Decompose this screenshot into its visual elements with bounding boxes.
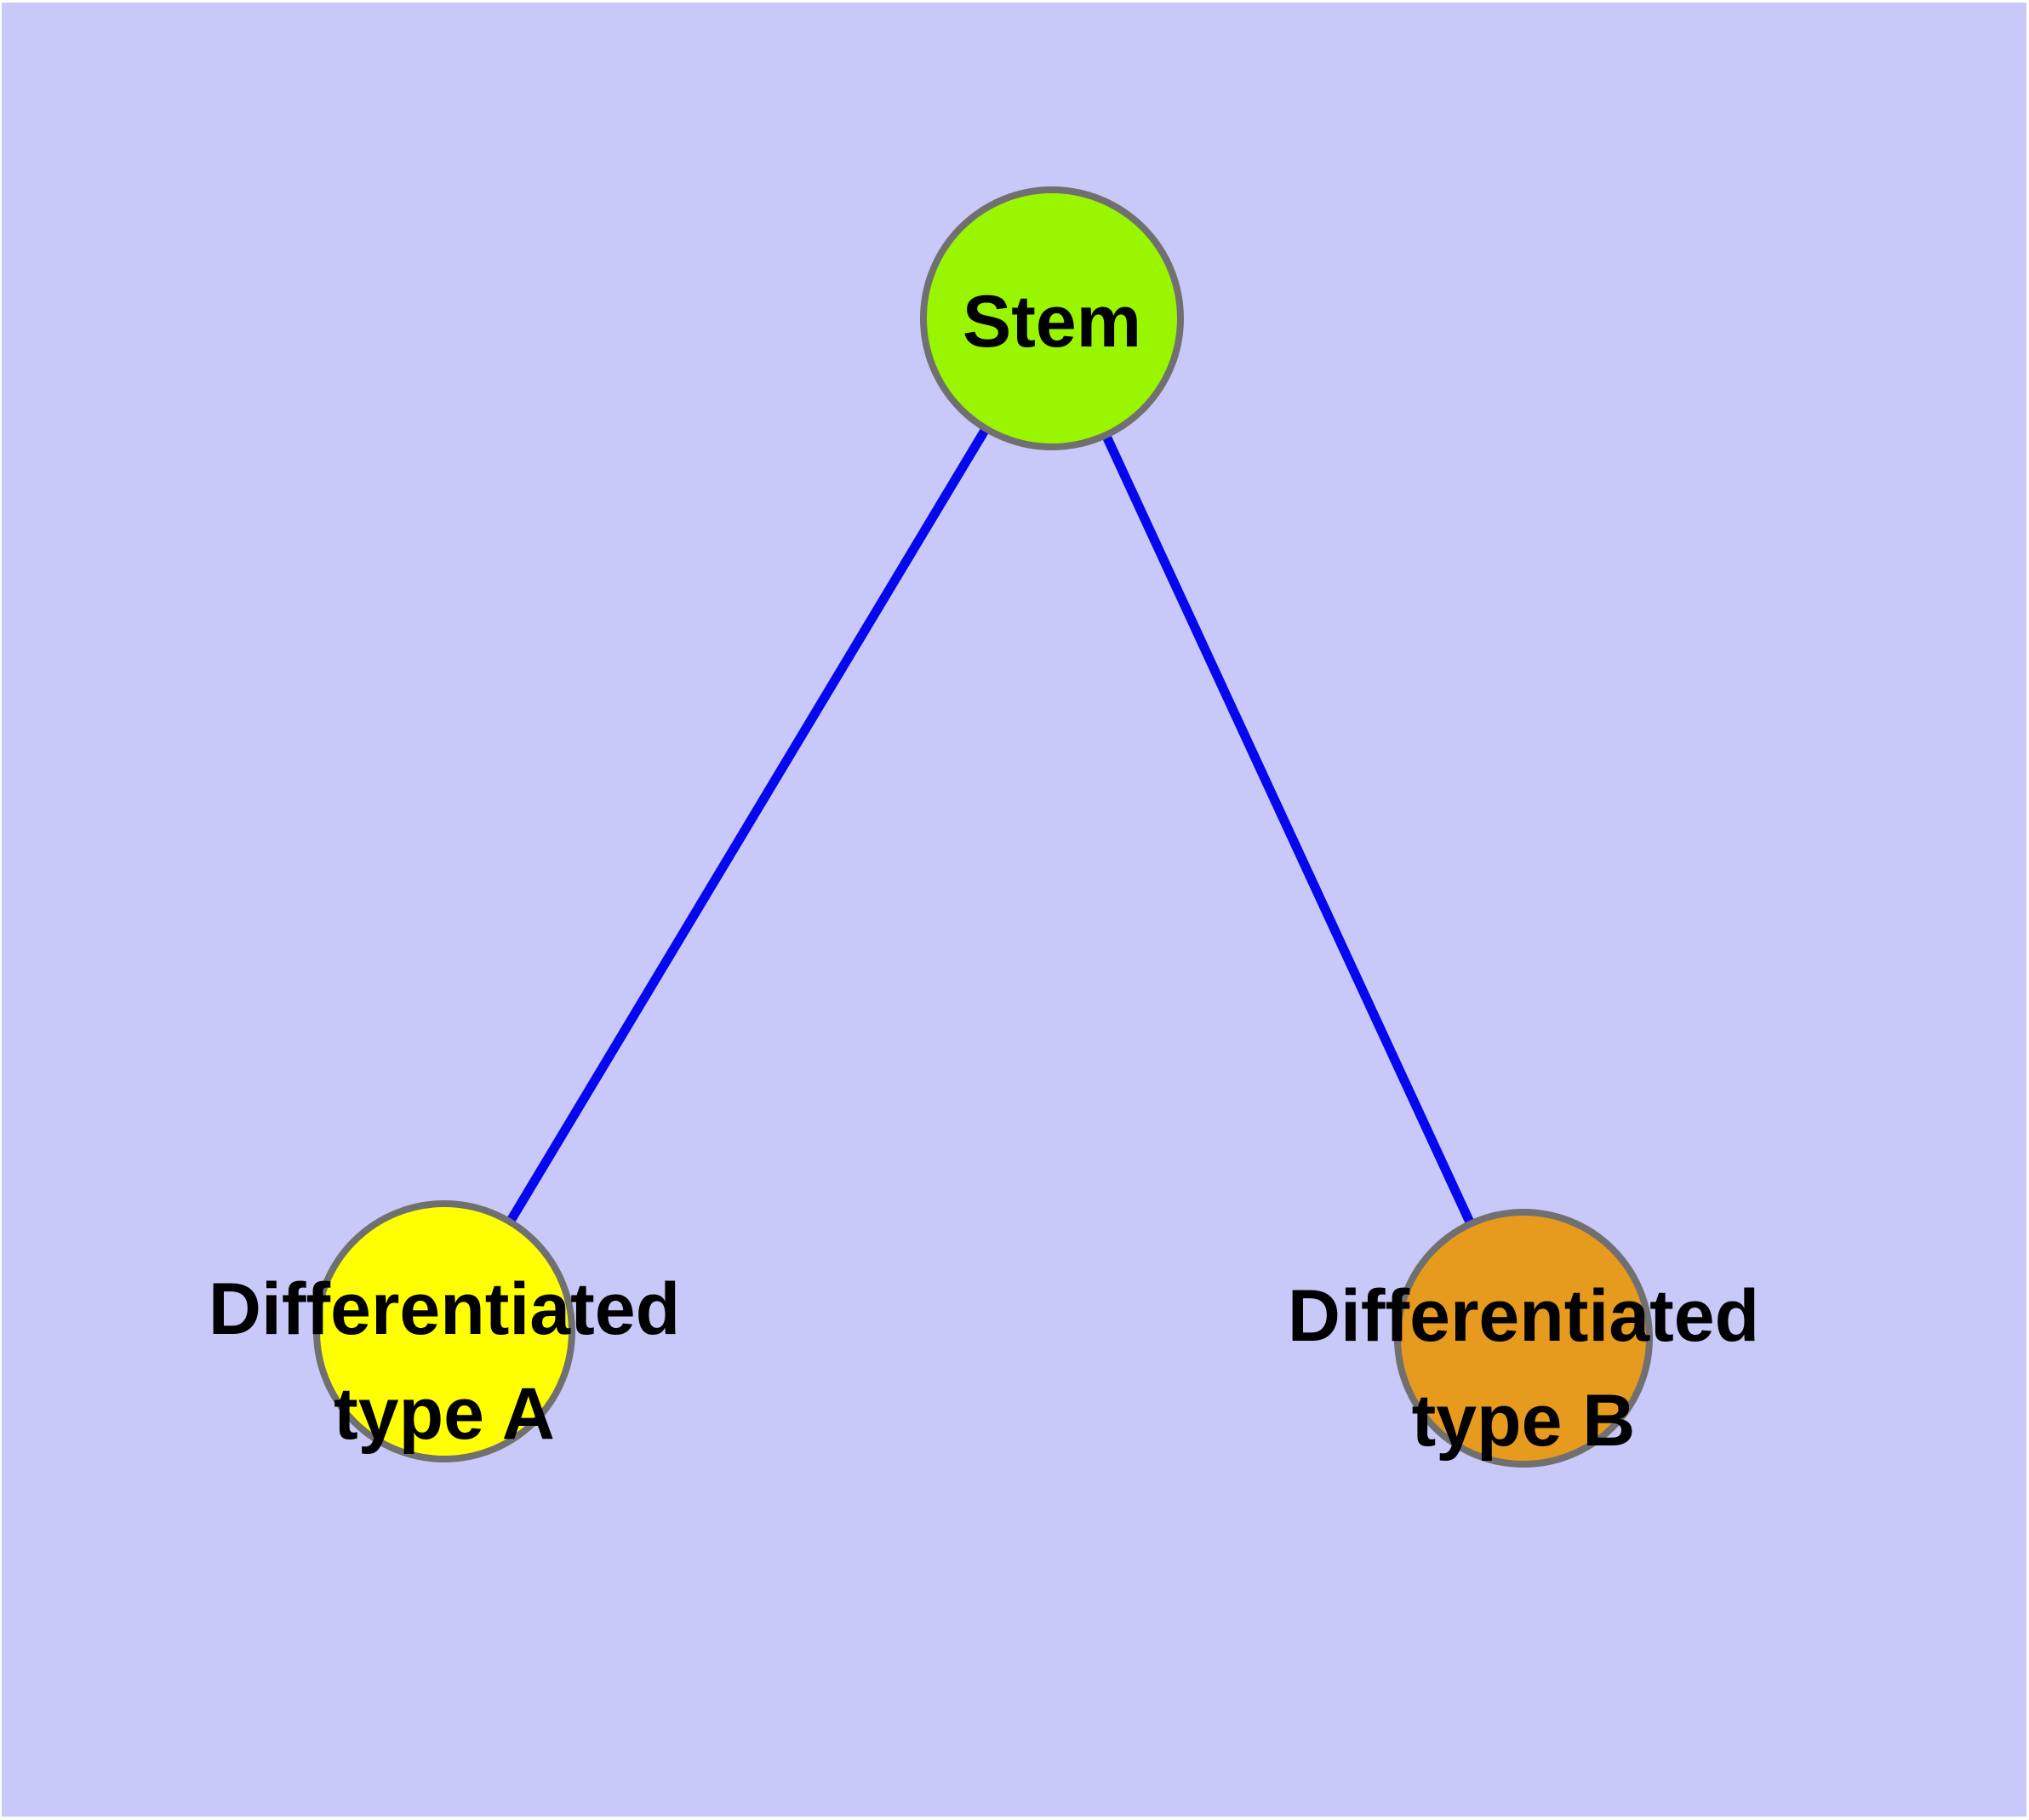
- node-type-b-label-line1: Differentiated: [1288, 1275, 1759, 1357]
- node-type-a-label-line2: type A: [334, 1373, 555, 1455]
- edge-stem-to-type-a: [440, 316, 1056, 1334]
- node-type-a-label-line1: Differentiated: [209, 1268, 680, 1350]
- node-stem: [920, 186, 1184, 450]
- node-differentiated-type-a: [313, 1200, 575, 1462]
- node-differentiated-type-b: [1394, 1209, 1653, 1468]
- node-type-b-label-line2: type B: [1412, 1380, 1636, 1462]
- node-stem-label: Stem: [963, 281, 1141, 363]
- edge-stem-to-type-b: [1048, 316, 1528, 1341]
